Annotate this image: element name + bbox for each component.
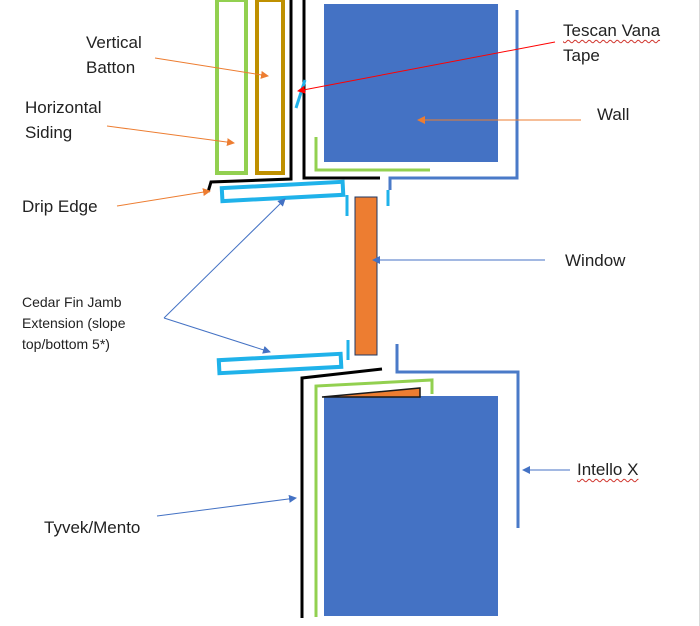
tyvek-inner-top	[302, 0, 380, 180]
intello-top	[388, 10, 519, 190]
leader-vertical-batton	[154, 57, 269, 79]
cedar-fin-top	[219, 179, 346, 204]
horizontal-siding-board	[215, 0, 248, 175]
leader-cedar-fin-bottom	[163, 317, 271, 354]
leader-drip-edge	[116, 188, 211, 207]
wall-block-bottom	[324, 396, 498, 616]
label-horizontal-siding: Horizontal Siding	[25, 98, 102, 142]
sill-wedge	[321, 387, 421, 398]
vertical-batton-board	[255, 0, 285, 175]
cedar-fin-bottom	[216, 351, 344, 376]
leader-horizontal-siding	[106, 125, 235, 147]
wall-block-top	[324, 4, 498, 162]
label-intello: Intello X	[577, 460, 639, 479]
label-tescan: Tescan Vana Tape	[563, 21, 661, 65]
intello-bottom	[395, 344, 520, 528]
label-window: Window	[565, 251, 626, 270]
label-cedar-fin: Cedar Fin Jamb Extension (slope top/bott…	[22, 294, 126, 352]
tyvek-line-bottom	[300, 367, 383, 618]
label-drip-edge: Drip Edge	[22, 197, 98, 216]
label-wall: Wall	[597, 105, 630, 124]
leader-cedar-fin-top	[163, 198, 286, 319]
siding-return-top	[314, 137, 430, 172]
leader-tyvek	[156, 494, 297, 517]
tescan-tape-strip	[294, 79, 307, 109]
leader-tescan	[297, 41, 556, 94]
tyvek-line-top	[206, 0, 293, 193]
label-vertical-batton: Vertical Batton	[86, 33, 142, 77]
siding-return-bottom	[314, 378, 434, 617]
label-tyvek: Tyvek/Mento	[44, 518, 141, 537]
window-unit	[354, 196, 378, 356]
